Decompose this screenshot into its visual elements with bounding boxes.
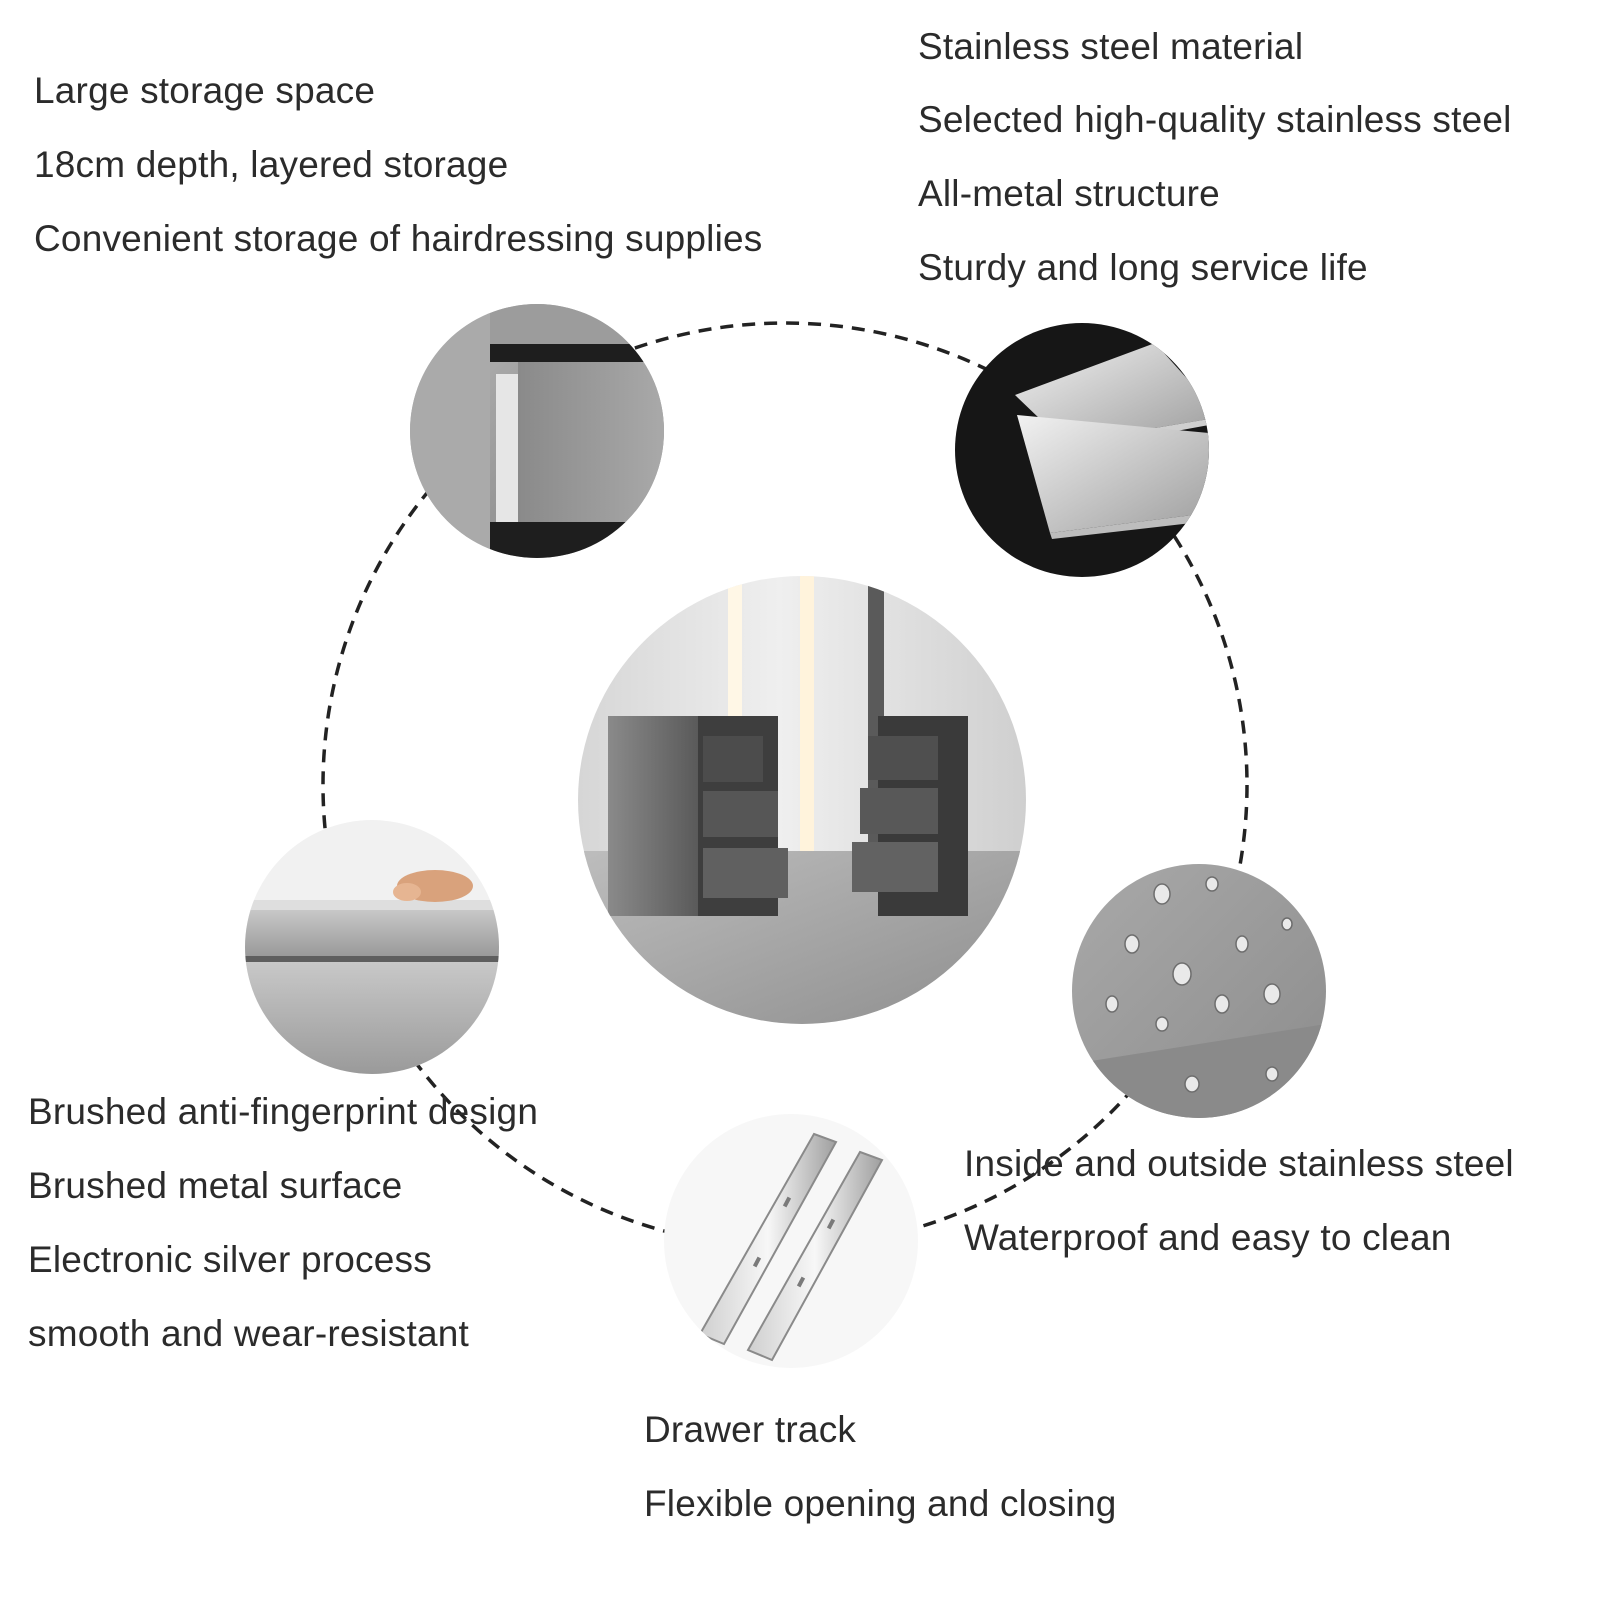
- storage-line-2: Convenient storage of hairdressing suppl…: [34, 218, 763, 259]
- steel-plates-image: [955, 323, 1209, 577]
- storage-title: Large storage space: [34, 70, 376, 111]
- surface-line-2: Electronic silver process: [28, 1239, 432, 1280]
- material-line-1: Selected high-quality stainless steel: [918, 99, 1512, 140]
- track-title: Drawer track: [644, 1409, 857, 1450]
- waterproof-line-1: Waterproof and easy to clean: [964, 1217, 1452, 1258]
- material-line-3: Sturdy and long service life: [918, 247, 1368, 288]
- material-title: Stainless steel material: [918, 26, 1304, 67]
- drawer-rails-image: [664, 1114, 918, 1368]
- brushed-surface-image: [245, 820, 499, 1074]
- water-droplets-image: [1072, 864, 1326, 1118]
- drawer-closeup-image: [410, 304, 664, 558]
- material-line-2: All-metal structure: [918, 173, 1220, 214]
- surface-line-1: Brushed metal surface: [28, 1165, 403, 1206]
- surface-title: Brushed anti-fingerprint design: [28, 1091, 539, 1132]
- cabinet-pair-image: [578, 576, 1026, 1024]
- waterproof-title: Inside and outside stainless steel: [964, 1143, 1514, 1184]
- track-line-1: Flexible opening and closing: [644, 1483, 1117, 1524]
- storage-line-1: 18cm depth, layered storage: [34, 144, 509, 185]
- surface-line-3: smooth and wear-resistant: [28, 1313, 469, 1354]
